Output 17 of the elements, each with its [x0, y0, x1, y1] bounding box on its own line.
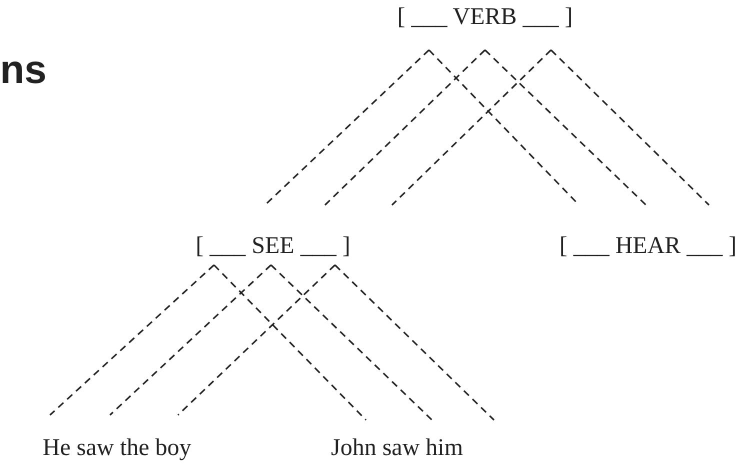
node-text: [ ___ HEAR ___ ]	[559, 232, 737, 261]
dashed-line	[334, 264, 495, 421]
dashed-line	[484, 49, 647, 206]
dashed-line	[264, 49, 430, 206]
dashed-line	[213, 264, 367, 421]
dashed-line	[324, 49, 486, 206]
dashed-line	[550, 49, 710, 206]
dashed-line	[177, 264, 336, 416]
node-text: He saw the boy	[42, 434, 192, 463]
heading-fragment: ns	[0, 50, 47, 90]
node-text: [ ___ SEE ___ ]	[196, 232, 350, 261]
dashed-line	[109, 264, 272, 416]
node-text: John saw him	[331, 434, 463, 463]
dashed-line	[49, 264, 215, 416]
node-text: [ ___ VERB ___ ]	[397, 3, 573, 32]
dashed-line	[270, 264, 433, 421]
dashed-line	[391, 49, 552, 206]
